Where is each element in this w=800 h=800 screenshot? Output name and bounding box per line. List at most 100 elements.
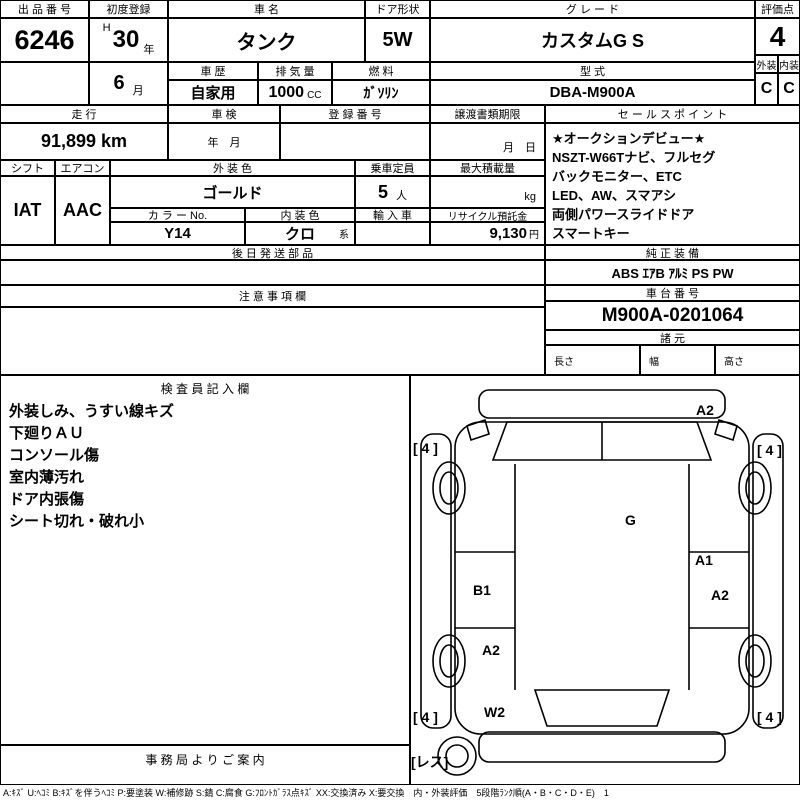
lot-empty-cell: [0, 62, 89, 105]
spare-tire-inner: [445, 744, 469, 768]
recycle-unit: 円: [529, 230, 539, 241]
sales-point-label: セ ー ル ス ポ イ ン ト: [545, 105, 800, 123]
front-bumper-shape: [478, 389, 726, 419]
front-right-wheel-inner: [745, 471, 765, 505]
damage-diagram-panel: A2 [ 4 ] [ 4 ] G A1 B1 A2 A2 W2 [ 4 ] [ …: [410, 375, 800, 785]
era-letter: H: [102, 22, 111, 34]
interior-score-label: 内装: [778, 55, 800, 73]
left-side-panel: [420, 433, 452, 729]
chassis-number-value: M900A-0201064: [545, 301, 800, 330]
recycle-amount: 9,130: [489, 225, 527, 242]
shift-value: IAT: [0, 176, 55, 245]
displacement-number: 1000: [268, 83, 305, 101]
legend-text: A:ｷｽﾞ U:ﾍｺﾐ B:ｷｽﾞを伴うﾍｺﾐ P:要塗装 W:補修跡 S:錆 …: [3, 788, 609, 798]
fuel-label: 燃 料: [332, 62, 430, 80]
capacity-number: 5: [377, 181, 388, 202]
spare-tire-shape: [437, 736, 477, 776]
capacity-unit: 人: [396, 190, 407, 202]
door-shape-label: ドア形状: [365, 0, 430, 18]
rear-bumper-shape: [478, 731, 726, 763]
tire-depth-mark: [ 4 ]: [413, 709, 438, 725]
inspector-notes-panel: 検 査 員 記 入 欄 外装しみ、うすい線キズ 下廻りＡＵ コンソール傷 室内薄…: [0, 375, 410, 745]
recycle-deposit-value: 9,130 円: [430, 222, 545, 245]
damage-mark: A1: [695, 552, 713, 568]
mileage-label: 走 行: [0, 105, 168, 123]
model-code-value: DBA-M900A: [430, 80, 755, 105]
capacity-value: 5 人: [355, 176, 430, 208]
exterior-color-value: ゴールド: [110, 176, 355, 208]
sales-point-line: NSZT-W66Tナビ、フルセグ: [552, 150, 716, 165]
first-registration-year: H 30 年: [89, 18, 168, 62]
height-cell: 高さ: [715, 345, 800, 375]
inspector-note-line: コンソール傷: [9, 447, 100, 464]
color-number-value: Y14: [110, 222, 245, 245]
interior-color-suffix: 系: [339, 230, 349, 241]
office-info-panel: 事 務 局 よ り ご 案 内: [0, 745, 410, 785]
interior-score-value: C: [778, 73, 800, 105]
damage-mark: B1: [473, 582, 491, 598]
history-label: 車 歴: [168, 62, 258, 80]
inspector-note-line: シート切れ・破れ小: [9, 513, 145, 530]
chassis-number-label: 車 台 番 号: [545, 285, 800, 301]
sales-point-line: スマートキー: [552, 226, 630, 241]
inspector-note-line: 下廻りＡＵ: [9, 425, 85, 442]
month-unit: 月: [132, 85, 144, 97]
rear-left-wheel: [432, 634, 466, 688]
damage-mark: A2: [711, 587, 729, 603]
right-side-panel: [752, 433, 784, 729]
door-shape-value: 5W: [365, 18, 430, 62]
damage-mark: A2: [696, 402, 714, 418]
color-number-label: カ ラ ー No.: [110, 208, 245, 222]
model-code-label: 型 式: [430, 62, 755, 80]
lot-number-value: 6246: [0, 18, 89, 62]
inspection-label: 車 検: [168, 105, 280, 123]
aircon-value: AAC: [55, 176, 110, 245]
rear-window-shape: [533, 689, 671, 727]
right-mirror-shape: [714, 418, 738, 442]
grade-value: カスタムG S: [430, 18, 755, 62]
front-left-wheel-inner: [439, 471, 459, 505]
import-car-label: 輸 入 車: [355, 208, 430, 222]
inspector-notes-label: 検 査 員 記 入 欄: [160, 382, 250, 396]
reg-year-value: 30: [112, 26, 140, 53]
inspector-note-line: ドア内張傷: [9, 491, 85, 508]
left-mirror-shape: [466, 418, 490, 442]
exterior-color-label: 外 装 色: [110, 160, 355, 176]
sales-point-line: LED、AW、スマアシ: [552, 188, 677, 203]
damage-mark: W2: [484, 704, 505, 720]
exterior-score-value: C: [755, 73, 778, 105]
caution-label: 注 意 事 項 欄: [0, 285, 545, 307]
later-parts-label: 後 日 発 送 部 品: [0, 245, 545, 260]
import-car-value: [355, 222, 430, 245]
sales-point-line: バックモニター、ETC: [552, 169, 682, 184]
transfer-deadline-value: 月 日: [430, 123, 545, 160]
history-value: 自家用: [168, 80, 258, 105]
aircon-label: エアコン: [55, 160, 110, 176]
sales-point-body: ★オークションデビュー★ NSZT-W66Tナビ、フルセグ バックモニター、ET…: [545, 123, 800, 245]
office-info-label: 事 務 局 よ り ご 案 内: [145, 753, 265, 767]
tire-depth-mark: [ 4 ]: [757, 709, 782, 725]
tire-depth-mark: [ 4 ]: [757, 442, 782, 458]
inspection-value: 年 月: [168, 123, 280, 160]
rear-right-wheel-inner: [745, 644, 765, 678]
shift-label: シフト: [0, 160, 55, 176]
body-outline: [454, 421, 750, 735]
inspector-note-line: 室内薄汚れ: [9, 469, 85, 486]
lot-number-label: 出 品 番 号: [0, 0, 89, 18]
displacement-unit: CC: [307, 90, 322, 101]
interior-color-label: 内 装 色: [245, 208, 355, 222]
caution-box: [0, 307, 545, 375]
length-cell: 長さ: [545, 345, 640, 375]
interior-color-text: クロ: [284, 226, 315, 243]
max-load-value: kg: [430, 176, 545, 208]
displacement-label: 排 気 量: [258, 62, 332, 80]
recycle-deposit-label: リサイクル預託金: [430, 208, 545, 222]
reg-month-value: 6: [113, 72, 125, 94]
tire-depth-mark: [ 4 ]: [413, 440, 438, 456]
displacement-value: 1000 CC: [258, 80, 332, 105]
later-parts-value: [0, 260, 545, 285]
registration-number-value: [280, 123, 430, 160]
first-registration-label: 初度登録: [89, 0, 168, 18]
fuel-value: ｶﾞｿﾘﾝ: [332, 80, 430, 105]
